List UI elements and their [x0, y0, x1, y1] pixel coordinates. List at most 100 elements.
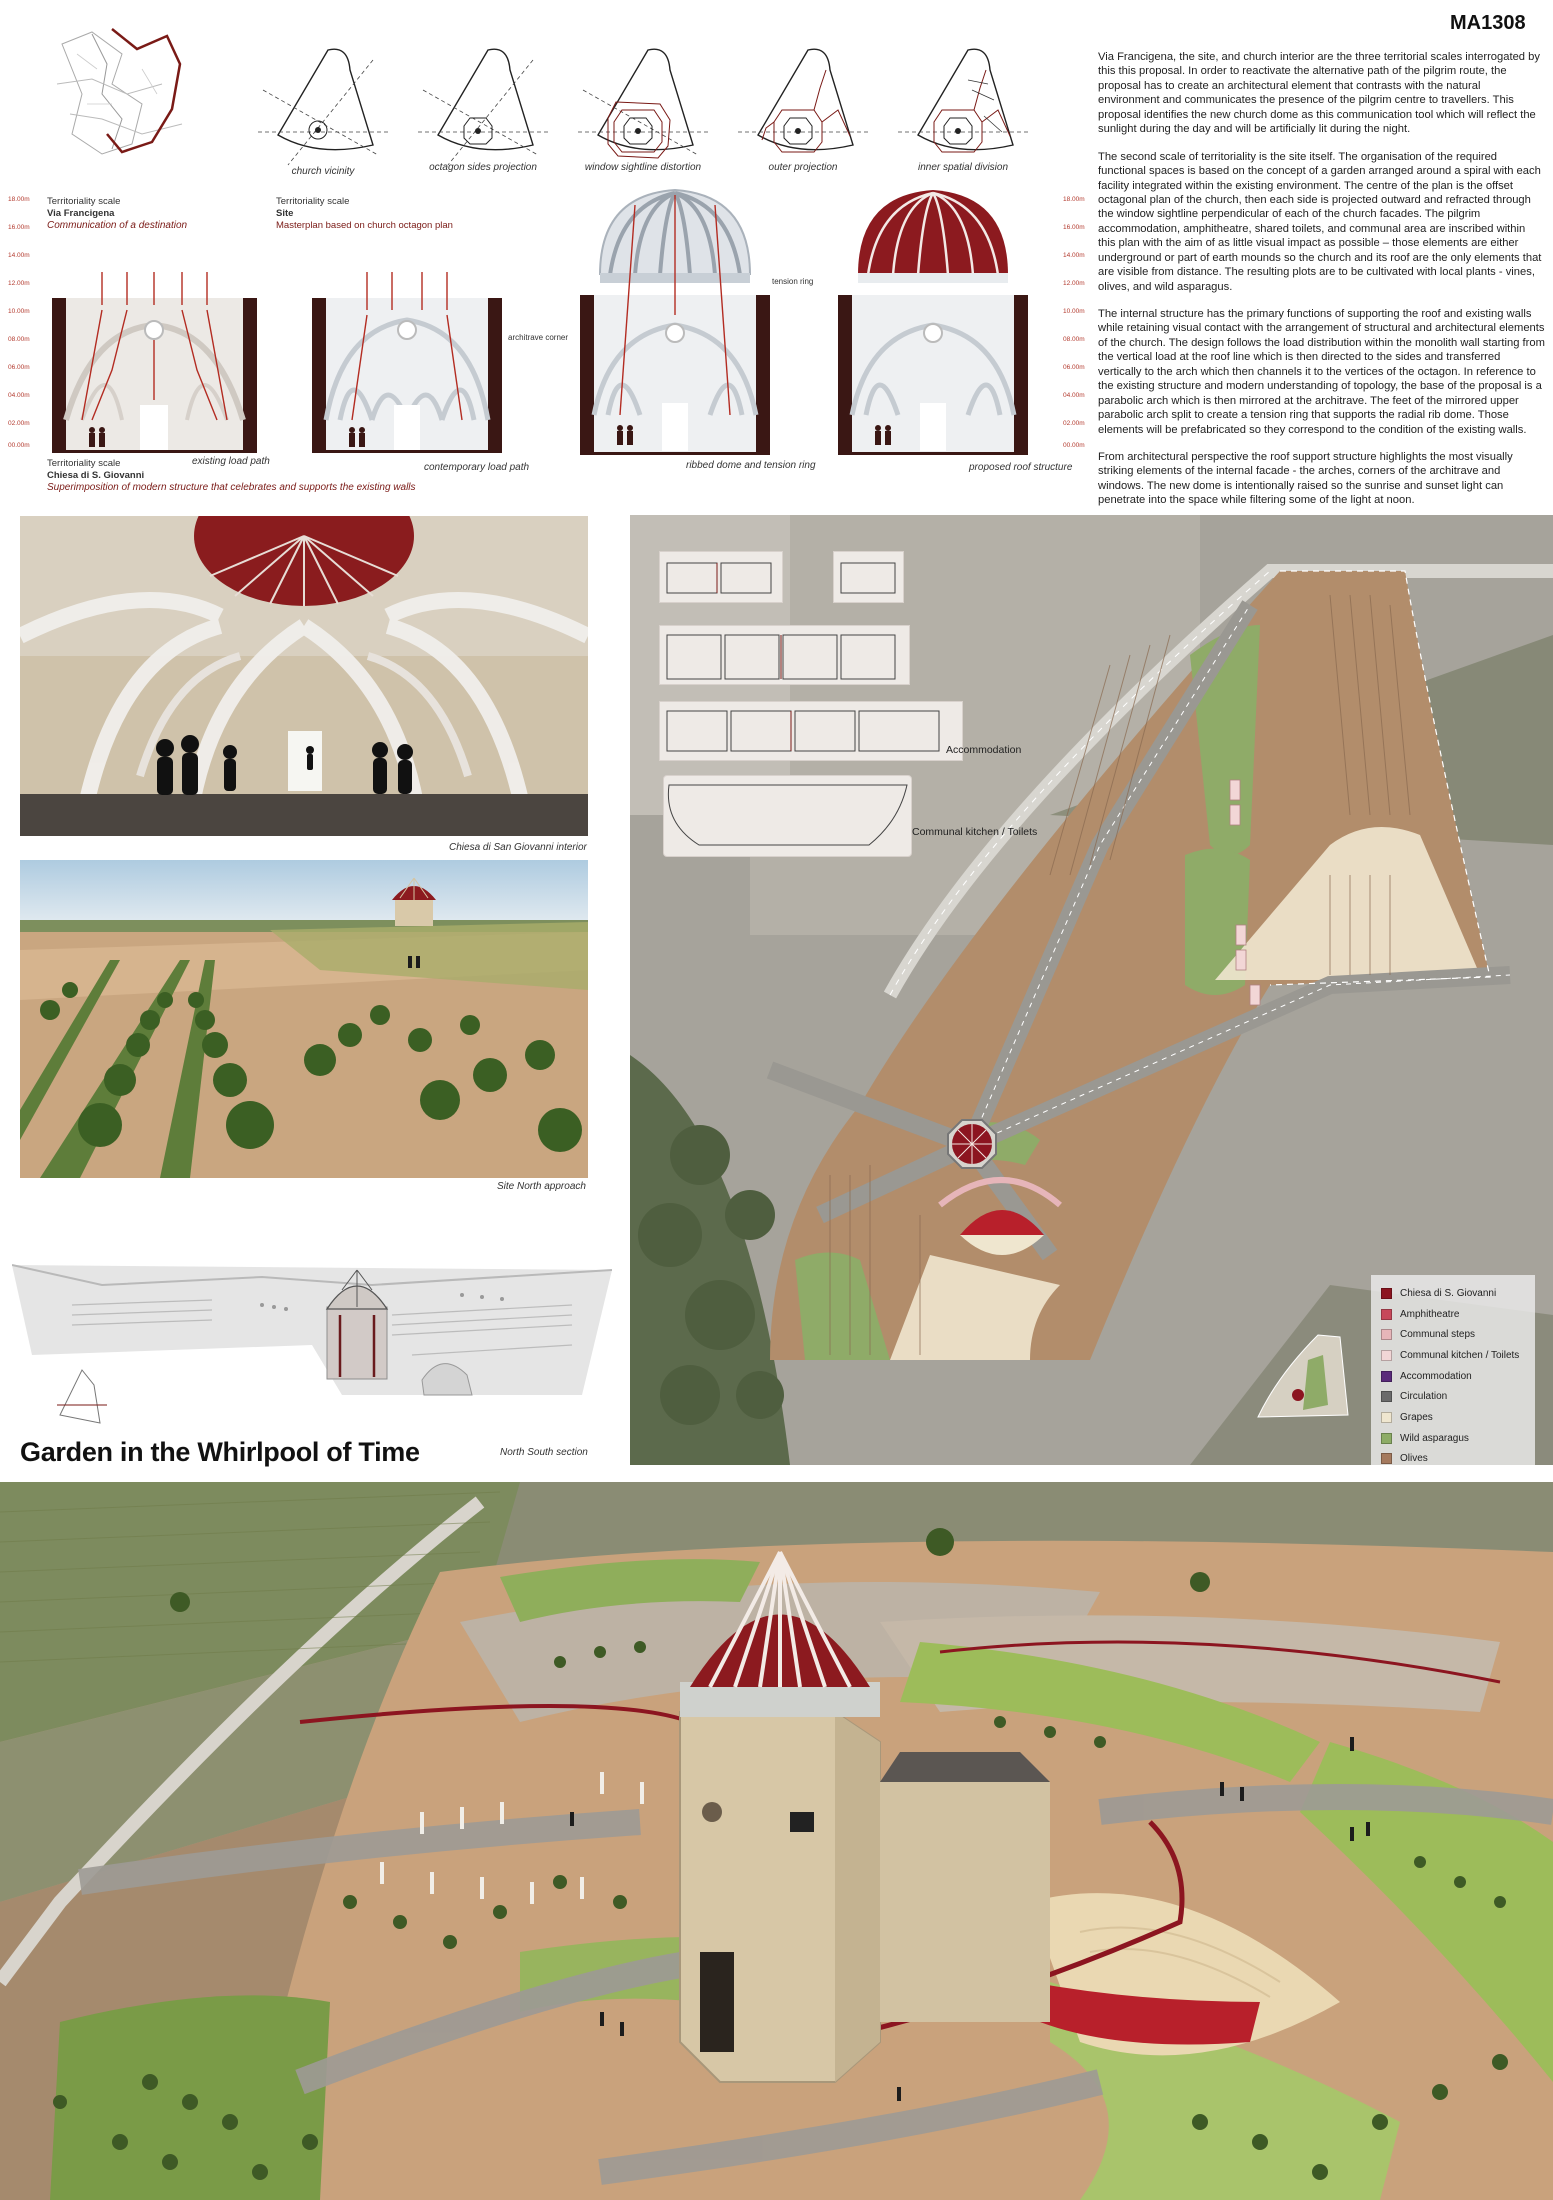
- scale-subtitle: Superimposition of modern structure that…: [47, 481, 416, 493]
- scale-tick: 18.00m: [1063, 196, 1085, 203]
- north-south-section-render: [12, 1264, 612, 1424]
- description-paragraph-2: The second scale of territoriality is th…: [1098, 150, 1542, 293]
- scale-label: Territoriality scale: [47, 458, 121, 469]
- description-paragraph-4: From architectural perspective the roof …: [1098, 450, 1513, 507]
- octagon-diagram-church-vicinity: [258, 48, 388, 166]
- project-description: Via Francigena, the site, and church int…: [1098, 50, 1545, 521]
- scale-block-site: Territoriality scale Site Masterplan bas…: [276, 196, 453, 232]
- interior-render: [20, 516, 588, 836]
- legend-swatch: [1381, 1391, 1392, 1403]
- north-approach-render: [20, 860, 588, 1178]
- scale-subtitle: Masterplan based on church octagon plan: [276, 219, 453, 231]
- scale-tick: 12.00m: [1063, 280, 1085, 287]
- legend-label: Communal steps: [1400, 1329, 1476, 1341]
- legend-item: Amphitheatre: [1381, 1304, 1527, 1325]
- scale-tick: 02.00m: [1063, 420, 1085, 427]
- legend-swatch: [1381, 1453, 1392, 1465]
- legend-item: Chiesa di S. Giovanni: [1381, 1283, 1527, 1304]
- scale-tick: 12.00m: [8, 280, 30, 287]
- project-title: Garden in the Whirlpool of Time: [20, 1437, 420, 1467]
- legend-item: Olives: [1381, 1449, 1527, 1466]
- octagon-diagram-outer-projection: [738, 48, 868, 153]
- section-contemporary-load-path: [312, 272, 502, 453]
- legend-item: Accommodation: [1381, 1366, 1527, 1387]
- scale-tick: 08.00m: [1063, 336, 1085, 343]
- scale-title: Chiesa di S. Giovanni: [47, 469, 145, 481]
- accommodation-plans-drawing: [666, 562, 940, 846]
- scale-tick: 16.00m: [8, 224, 30, 231]
- scale-block-church: Territoriality scale Chiesa di S. Giovan…: [47, 458, 416, 494]
- legend-swatch: [1381, 1370, 1392, 1382]
- height-scale-right: 18.00m 16.00m 14.00m 12.00m 10.00m 08.00…: [1063, 196, 1099, 449]
- accommodation-plan-card: [833, 551, 904, 603]
- scale-tick: 16.00m: [1063, 224, 1085, 231]
- board-code: MA1308: [1450, 12, 1526, 34]
- height-scale-left: 18.00m 16.00m 14.00m 12.00m 10.00m 08.00…: [8, 196, 48, 449]
- location-map: [56, 28, 183, 155]
- scale-tick: 08.00m: [8, 336, 30, 343]
- scale-title: Via Francigena: [47, 207, 115, 219]
- scale-block-via-francigena: Territoriality scale Via Francigena Comm…: [47, 196, 187, 232]
- section-ribbed-dome: [580, 188, 770, 455]
- octagon-diagram-window-sightline: [578, 48, 708, 159]
- scale-tick: 06.00m: [8, 364, 30, 371]
- scale-title: Site: [276, 207, 294, 219]
- scale-tick: 14.00m: [8, 252, 30, 259]
- octagon-caption-1: church vicinity: [291, 166, 355, 177]
- scale-tick: 04.00m: [8, 392, 30, 399]
- octagon-caption-2: octagon sides projection: [429, 162, 537, 173]
- scale-tick: 14.00m: [1063, 252, 1085, 259]
- north-approach-caption: Site North approach: [497, 1181, 586, 1192]
- legend-swatch: [1381, 1411, 1392, 1423]
- legend-label: Grapes: [1400, 1411, 1433, 1423]
- section-caption-1: existing load path: [192, 456, 270, 467]
- section-caption-3: ribbed dome and tension ring: [686, 460, 816, 471]
- legend-label: Chiesa di S. Giovanni: [1400, 1287, 1497, 1299]
- octagon-diagram-inner-division: [898, 48, 1028, 153]
- section-note-tension-ring: tension ring: [772, 277, 814, 286]
- octagon-diagram-octagon-sides: [418, 48, 548, 166]
- section-view-caption: North South section: [500, 1447, 588, 1458]
- octagon-caption-4: outer projection: [768, 162, 838, 173]
- legend-label: Circulation: [1400, 1391, 1448, 1403]
- scale-tick: 10.00m: [1063, 308, 1085, 315]
- legend-label: Accommodation: [1400, 1370, 1472, 1382]
- legend-swatch: [1381, 1432, 1392, 1444]
- scale-label: Territoriality scale: [47, 196, 121, 207]
- description-paragraph-1: Via Francigena, the site, and church int…: [1098, 51, 1540, 136]
- key-plan-thumbnail: [1257, 1334, 1349, 1418]
- legend-item: Circulation: [1381, 1386, 1527, 1407]
- description-paragraph-3: The internal structure has the primary f…: [1098, 308, 1545, 436]
- legend-swatch: [1381, 1349, 1392, 1361]
- legend-label: Communal kitchen / Toilets: [1400, 1349, 1520, 1361]
- kitchen-label: Communal kitchen / Toilets: [912, 826, 1038, 838]
- octagon-caption-5: inner spatial division: [917, 162, 1009, 173]
- legend-label: Wild asparagus: [1400, 1432, 1469, 1444]
- scale-tick: 02.00m: [8, 420, 30, 427]
- scale-label: Territoriality scale: [276, 196, 350, 207]
- scale-tick: 00.00m: [8, 442, 30, 449]
- scale-tick: 10.00m: [8, 308, 30, 315]
- section-caption-4: proposed roof structure: [969, 462, 1073, 473]
- scale-tick: 18.00m: [8, 196, 30, 203]
- scale-subtitle: Communication of a destination: [47, 219, 188, 231]
- section-note-architrave: architrave corner: [508, 333, 569, 342]
- legend-item: Communal kitchen / Toilets: [1381, 1345, 1527, 1366]
- section-proposed-roof: [838, 190, 1028, 455]
- accommodation-label: Accommodation: [946, 744, 1022, 756]
- section-caption-2: contemporary load path: [424, 462, 530, 473]
- legend-item: Grapes: [1381, 1407, 1527, 1428]
- aerial-render: [0, 1482, 1553, 2200]
- interior-caption: Chiesa di San Giovanni interior: [449, 842, 587, 853]
- legend-item: Wild asparagus: [1381, 1428, 1527, 1449]
- legend-swatch: [1381, 1287, 1392, 1299]
- octagon-caption-3: window sightline distortion: [584, 162, 702, 173]
- scale-tick: 06.00m: [1063, 364, 1085, 371]
- legend-label: Olives: [1400, 1453, 1428, 1465]
- scale-tick: 00.00m: [1063, 442, 1085, 449]
- legend-item: Communal steps: [1381, 1324, 1527, 1345]
- legend-swatch: [1381, 1308, 1392, 1320]
- legend-swatch: [1381, 1329, 1392, 1341]
- section-existing-load-path: [52, 272, 257, 453]
